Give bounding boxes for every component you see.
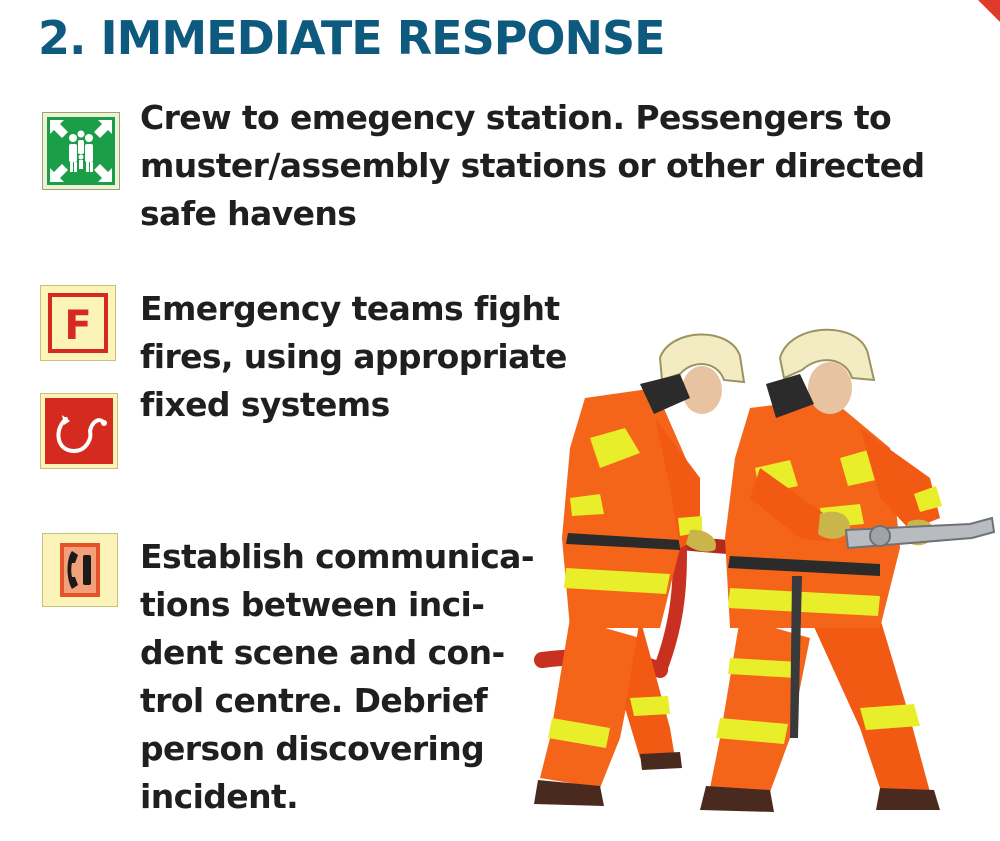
item-text-communications: Establish communica- tions between inci-… [140,537,535,816]
firefighters-illustration [530,318,1000,832]
firefighter-left [534,333,746,806]
muster-station-icon [42,112,120,190]
emergency-telephone-icon [42,533,118,607]
fire-extinguisher-sign-icon: F [40,285,116,361]
page-title: 2. IMMEDIATE RESPONSE [38,11,666,65]
fire-hose-reel-icon [40,393,118,469]
firefighter-right [700,328,996,812]
item-text-muster: Crew to emegency station. Pessengers to … [140,98,925,233]
sign-letter: F [64,303,91,349]
corner-accent [978,0,1000,22]
item-text-fight-fires: Emergency teams fight fires, using appro… [140,289,567,424]
